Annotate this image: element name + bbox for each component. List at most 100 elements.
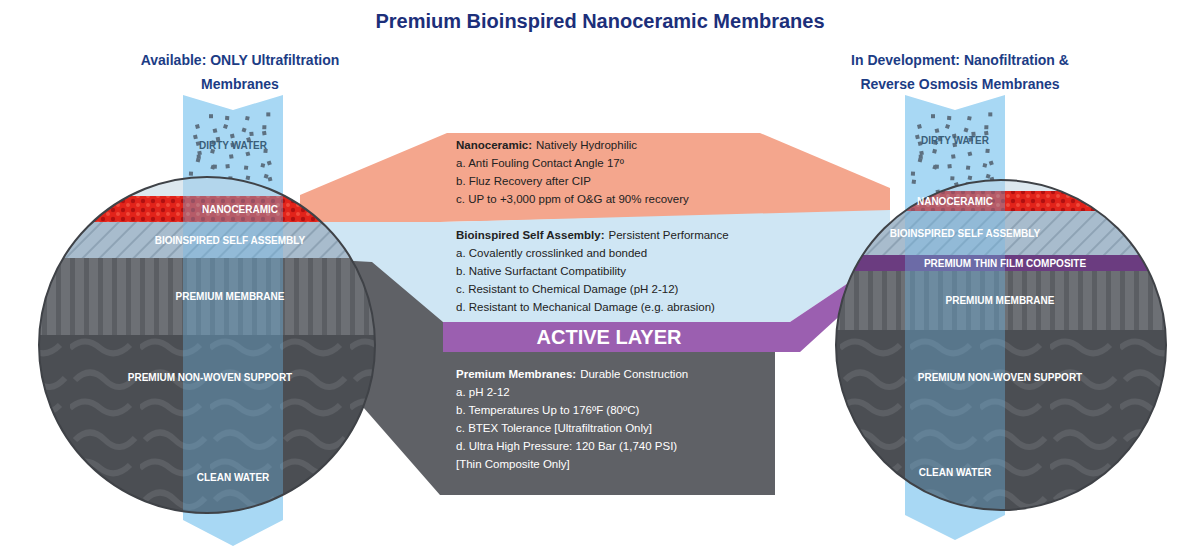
sediment-dot	[246, 175, 251, 180]
panel-item: a. Anti Fouling Contact Angle 17º	[456, 154, 778, 172]
sediment-dot	[988, 112, 992, 116]
sediment-dot	[950, 176, 954, 180]
sediment-dot	[964, 127, 969, 132]
layer-band: NANOCERAMIC	[150, 198, 330, 220]
sediment-dot	[197, 151, 202, 156]
water-label: CLEAN WATER	[905, 461, 1005, 483]
sediment-dot	[947, 164, 951, 168]
sediment-dot	[209, 114, 213, 118]
sediment-dot	[189, 171, 193, 175]
sediment-dot	[249, 132, 253, 136]
layer-name: PREMIUM NON-WOVEN SUPPORT	[918, 372, 1082, 383]
layer-name: NANOCERAMIC	[917, 196, 993, 207]
layer-name: PREMIUM MEMBRANE	[176, 291, 285, 302]
layer-band: BIOINSPIRED SELF ASSEMBLY	[95, 228, 365, 252]
info-panel: Bioinspired Self Assembly:Persistent Per…	[448, 226, 798, 326]
layer-name: NANOCERAMIC	[202, 204, 278, 215]
sediment-dot	[935, 128, 940, 133]
layer-band: NANOCERAMIC	[870, 191, 1040, 211]
sediment-dot	[193, 135, 198, 140]
sediment-dot	[982, 163, 987, 168]
sediment-dot	[268, 177, 273, 182]
layer-name: PREMIUM THIN FILM COMPOSITE	[924, 258, 1086, 269]
panel-heading: Bioinspired Self Assembly:	[456, 229, 604, 241]
sediment-dot	[968, 175, 973, 180]
sediment-dot	[230, 134, 235, 139]
sediment-dot	[947, 116, 951, 120]
sediment-dot	[260, 163, 265, 168]
panel-item: [Thin Composite Only]	[456, 455, 775, 473]
sediment-dot	[245, 151, 250, 156]
sediment-dot	[223, 124, 228, 129]
panel-item: c. UP to +3,000 ppm of O&G at 90% recove…	[456, 190, 778, 208]
sediment-dot	[266, 112, 270, 116]
panel-item: d. Resistant to Mechanical Damage (e.g. …	[456, 298, 798, 316]
sediment-dot	[213, 128, 218, 133]
sediment-dot	[967, 151, 972, 156]
panel-heading: Nanoceramic:	[456, 139, 532, 151]
column-heading: Available: ONLY Ultrafiltration Membrane…	[110, 48, 370, 96]
sediment-dot	[984, 125, 988, 129]
sediment-dot	[932, 165, 937, 170]
sediment-dot	[229, 154, 234, 159]
sediment-dot	[225, 116, 229, 120]
active-layer-text: ACTIVE LAYER	[537, 326, 682, 349]
sediment-dot	[931, 114, 935, 118]
sediment-dot	[966, 165, 970, 169]
panel-heading-row: Premium Membranes: Durable Construction	[456, 365, 775, 383]
sediment-dot	[911, 171, 915, 175]
info-panel: Premium Membranes: Durable Construction a.…	[448, 365, 775, 491]
sediment-dot	[967, 116, 972, 121]
layer-band: PREMIUM MEMBRANE	[880, 289, 1120, 311]
panel-item: b. Fluz Recovery after CIP	[456, 172, 778, 190]
column-heading: In Development: Nanofiltration & Reverse…	[825, 48, 1095, 96]
sediment-dot	[262, 131, 267, 136]
water-label: DIRTY WATER	[183, 120, 283, 170]
panel-item: b. Temperatures Up to 176ºF (80ºC)	[456, 401, 775, 419]
panel-subheading: Natively Hydrophilic	[536, 139, 637, 151]
sediment-dot	[951, 154, 956, 159]
sediment-dot	[245, 116, 250, 121]
sediment-dot	[262, 125, 266, 129]
sediment-dot	[989, 160, 994, 165]
layer-name: PREMIUM MEMBRANE	[946, 295, 1055, 306]
sediment-dot	[912, 180, 917, 185]
layer-name: BIOINSPIRED SELF ASSEMBLY	[155, 235, 305, 246]
panel-heading-row: Bioinspired Self Assembly:Persistent Per…	[456, 226, 798, 244]
sediment-dot	[932, 149, 937, 154]
sediment-dot	[225, 164, 229, 168]
layer-band: PREMIUM MEMBRANE	[110, 285, 350, 307]
sediment-dot	[918, 158, 923, 163]
panel-item: a. pH 2-12	[456, 383, 775, 401]
active-layer-label: ACTIVE LAYER	[443, 322, 775, 352]
layer-name: CLEAN WATER	[197, 472, 270, 483]
panel-heading-row: Nanoceramic: Natively Hydrophilic	[456, 136, 778, 154]
panel-item: c. BTEX Tolerance [Ultrafiltration Only]	[456, 419, 775, 437]
layer-name: DIRTY WATER	[199, 140, 267, 151]
layer-name: PREMIUM NON-WOVEN SUPPORT	[128, 372, 292, 383]
panel-heading: Premium Membranes:	[456, 368, 576, 380]
panel-item: c. Resistant to Chemical Damage (pH 2-12…	[456, 280, 798, 298]
layer-band: BIOINSPIRED SELF ASSEMBLY	[850, 221, 1080, 245]
water-label: DIRTY WATER	[905, 115, 1005, 165]
diagram-title: Premium Bioinspired Nanoceramic Membrane…	[0, 10, 1200, 33]
layer-name: CLEAN WATER	[919, 467, 992, 478]
panel-item: a. Covalently crosslinked and bonded	[456, 244, 798, 262]
sediment-dot	[196, 158, 201, 163]
layer-band: PREMIUM NON-WOVEN SUPPORT	[860, 366, 1140, 388]
layer-name: DIRTY WATER	[921, 135, 989, 146]
panel-item: d. Ultra High Pressure: 120 Bar (1,740 P…	[456, 437, 775, 455]
sediment-dot	[195, 124, 200, 129]
info-panel: Nanoceramic: Natively Hydrophilic a. Anti …	[448, 136, 778, 220]
sediment-dot	[919, 151, 924, 156]
water-flow-arrow	[905, 95, 1005, 540]
layer-band: PREMIUM THIN FILM COMPOSITE	[880, 254, 1130, 272]
sediment-dot	[917, 124, 922, 129]
sediment-dot	[915, 135, 920, 140]
panel-subheading: Durable Construction	[580, 368, 688, 380]
water-flow-arrow	[183, 95, 283, 546]
sediment-dot	[267, 160, 272, 165]
active-layer-band	[443, 255, 890, 352]
layer-name: BIOINSPIRED SELF ASSEMBLY	[890, 228, 1040, 239]
nanoceramic-panel	[300, 133, 890, 222]
